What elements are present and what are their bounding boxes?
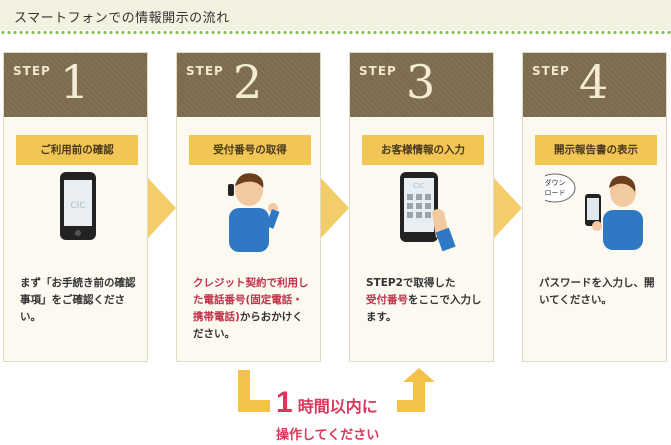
step-word: STEP [13, 64, 51, 78]
next-arrow-icon [494, 178, 522, 238]
page-title: スマートフォンでの情報開示の流れ [14, 11, 230, 26]
bracket-right-icon [413, 380, 425, 412]
step-label: 開示報告書の表示 [535, 135, 657, 165]
step-label: お客様情報の入力 [362, 135, 484, 165]
phone-text: CIC [70, 201, 85, 211]
step-description: パスワードを入力し、開いてください。 [539, 277, 655, 306]
step-header: STEP 2 [177, 53, 320, 117]
step-number: 1 [60, 55, 90, 109]
step-label: ご利用前の確認 [16, 135, 138, 165]
caller-person-icon [228, 173, 280, 252]
step-header: STEP 4 [523, 53, 666, 117]
phone-text: CIC [413, 182, 425, 190]
bracket-left-icon [238, 400, 270, 412]
step-word: STEP [186, 64, 224, 78]
next-arrow-icon [321, 178, 349, 238]
time-text: 時間以内に [297, 397, 378, 416]
next-arrow-icon [148, 178, 176, 238]
phone-keypad-icon: CIC [400, 172, 456, 252]
step-label: 受付番号の取得 [189, 135, 311, 165]
time-limit-line1: 1 時間以内に [276, 386, 378, 420]
step-header: STEP 1 [4, 53, 147, 117]
step-panel-4: STEP 4 開示報告書の表示 ダウン ロード パスワードを入力し、開いてくださ… [522, 52, 667, 362]
step-panel-3: STEP 3 お客様情報の入力 CIC STEP2で取得した受付番号をここで入力… [349, 52, 494, 362]
step-description: STEP2で取得した受付番号をここで入力します。 [366, 277, 482, 323]
step-number: 4 [579, 55, 609, 109]
step-word: STEP [359, 64, 397, 78]
page-header: スマートフォンでの情報開示の流れ [0, 0, 671, 30]
step-panel-1: STEP 1 ご利用前の確認 CIC まず「お手続き前の確認事項」をご確認くださ… [3, 52, 148, 362]
step-header: STEP 3 [350, 53, 493, 117]
time-number: 1 [276, 386, 293, 419]
step-number: 3 [406, 55, 436, 109]
step-panel-2: STEP 2 受付番号の取得 クレジット契約で利用した電話番号(固定電話・携帯電… [176, 52, 321, 362]
step-word: STEP [532, 64, 570, 78]
step-description: クレジット契約で利用した電話番号(固定電話・携帯電話)からおかけください。 [193, 277, 309, 340]
time-limit-line2: 操作してください [276, 428, 380, 443]
download-person-icon: ダウン ロード [545, 173, 643, 250]
dotted-divider [0, 30, 671, 35]
up-arrow-icon [403, 368, 435, 382]
step-number: 2 [233, 55, 263, 109]
step-description: まず「お手続き前の確認事項」をご確認ください。 [20, 277, 136, 323]
bubble-text: ロード [545, 189, 566, 197]
bubble-text: ダウン [545, 178, 566, 187]
smartphone-icon: CIC [60, 172, 96, 240]
